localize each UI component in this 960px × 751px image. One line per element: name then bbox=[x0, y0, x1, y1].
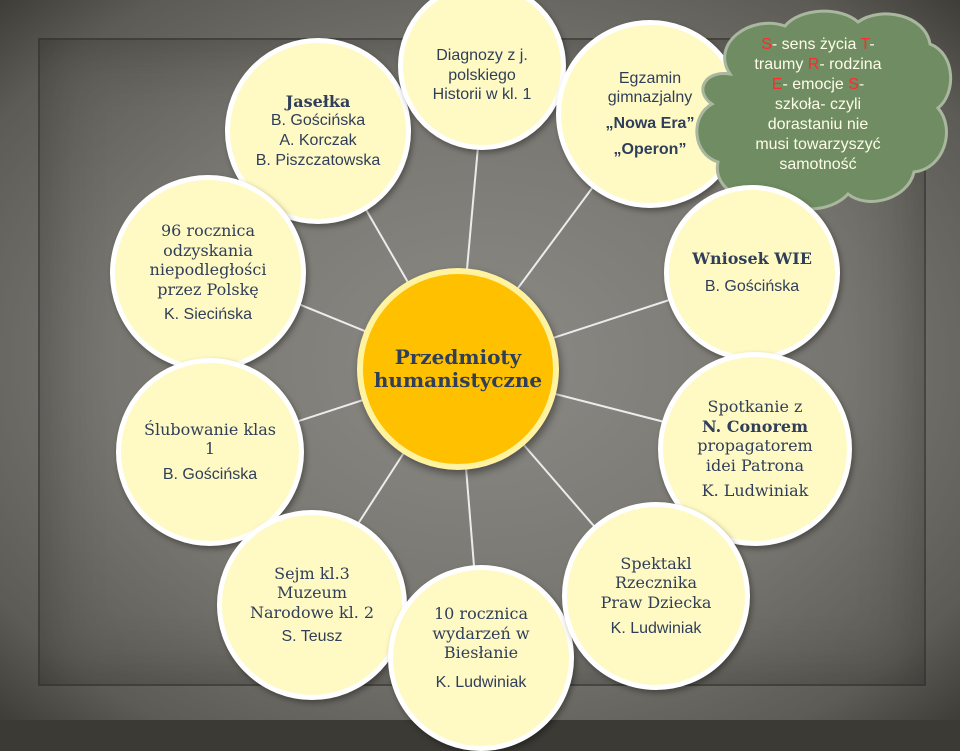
node-spotkanie-bold: N. Conorem bbox=[702, 416, 808, 436]
cloud-letter-s: S bbox=[761, 36, 772, 53]
node-rocznica96-author: K. Siecińska bbox=[163, 306, 253, 324]
node-rocznica10-author: K. Ludwiniak bbox=[435, 673, 527, 691]
node-sejm-line: Narodowe kl. 2 bbox=[249, 603, 375, 622]
cloud-letter-r: R bbox=[807, 56, 820, 73]
cloud-text-part: - bbox=[869, 36, 875, 53]
cloud-letter-t: T bbox=[860, 36, 870, 53]
node-spektakl-line: Rzecznika bbox=[615, 573, 697, 593]
cloud-text: S- sens życia T- traumy R- rodzina E- em… bbox=[718, 35, 918, 175]
center-topic: Przedmioty humanistyczne bbox=[357, 268, 559, 470]
node-wniosek-author: B. Gościńska bbox=[704, 278, 800, 295]
cloud-letter-e: E bbox=[771, 76, 783, 93]
node-slubowanie-author: B. Gościńska bbox=[162, 465, 258, 483]
cloud-line-2: traumy R- rodzina bbox=[718, 55, 918, 75]
cloud-text-part: - rodzina bbox=[819, 56, 882, 73]
node-wniosek-title: Wniosek WIE bbox=[692, 249, 812, 269]
node-diagnozy: Diagnozy z j. polskiego Historii w kl. 1 bbox=[398, 0, 566, 150]
node-rocznica10-line: wydarzeń w bbox=[432, 623, 530, 643]
cloud-text-part: - sens życia bbox=[771, 36, 861, 53]
node-rocznica96-line: 96 rocznica bbox=[160, 221, 256, 241]
node-spektakl-line: Praw Dziecka bbox=[600, 593, 712, 612]
cloud-letter-s2: S bbox=[848, 76, 859, 93]
cloud-line-7: samotność bbox=[779, 156, 857, 173]
node-egzamin-bold: „Operon” bbox=[613, 140, 687, 158]
node-spektakl-author: K. Ludwiniak bbox=[610, 619, 702, 637]
node-diagnozy-line: Diagnozy z j. bbox=[436, 47, 528, 65]
node-rocznica96: 96 rocznica odzyskania niepodległości pr… bbox=[110, 175, 306, 371]
node-spotkanie-author: K. Ludwiniak bbox=[701, 481, 809, 501]
node-diagnozy-line: polskiego bbox=[448, 66, 516, 84]
node-sejm: Sejm kl.3 Muzeum Narodowe kl. 2 S. Teusz bbox=[217, 510, 407, 700]
node-rocznica96-line: odzyskania bbox=[163, 240, 253, 260]
node-spektakl: Spektakl Rzecznika Praw Dziecka K. Ludwi… bbox=[562, 502, 750, 690]
cloud-text-part: - bbox=[858, 76, 865, 93]
node-jaselka: Jasełka B. Gościńska A. Korczak B. Piszc… bbox=[225, 38, 411, 224]
center-topic-line: humanistyczne bbox=[373, 368, 543, 392]
node-rocznica10: 10 rocznica wydarzeń w Biesłanie K. Ludw… bbox=[388, 565, 574, 751]
node-rocznica96-line: niepodległości bbox=[149, 260, 267, 280]
cloud-line-3: E- emocje S- bbox=[718, 75, 918, 95]
node-wniosek: Wniosek WIE B. Gościńska bbox=[664, 185, 840, 361]
node-rocznica96-line: przez Polskę bbox=[157, 279, 259, 299]
node-sejm-line: Sejm kl.3 bbox=[274, 563, 350, 583]
node-rocznica10-line: 10 rocznica bbox=[433, 604, 529, 623]
node-spektakl-line: Spektakl bbox=[620, 553, 692, 573]
node-rocznica10-line: Biesłanie bbox=[443, 643, 519, 663]
cloud-line-4: szkoła- czyli bbox=[774, 96, 862, 113]
node-spotkanie-line: propagatorem bbox=[697, 436, 813, 456]
node-jaselka-line: A. Korczak bbox=[279, 132, 357, 149]
node-egzamin-bold: „Nowa Era” bbox=[605, 115, 695, 132]
cloud-text-part: - emocje bbox=[782, 76, 849, 93]
node-diagnozy-line: Historii w kl. 1 bbox=[432, 86, 532, 104]
cloud-shape bbox=[695, 9, 952, 211]
cloud-line-5: dorastaniu nie bbox=[767, 116, 869, 133]
node-slubowanie: Ślubowanie klas 1 B. Gościńska bbox=[116, 358, 304, 546]
cloud-text-part: traumy bbox=[754, 56, 808, 73]
node-sejm-author: S. Teusz bbox=[281, 627, 343, 645]
node-sejm-line: Muzeum bbox=[276, 583, 348, 603]
cloud-line-1: S- sens życia T- bbox=[718, 35, 918, 55]
node-jaselka-title: Jasełka bbox=[285, 91, 351, 111]
node-spotkanie-line: Spotkanie z bbox=[707, 397, 803, 417]
node-egzamin-line: gimnazjalny bbox=[607, 89, 693, 107]
node-jaselka-line: B. Piszczatowska bbox=[255, 151, 381, 169]
node-egzamin-line: Egzamin bbox=[618, 69, 682, 87]
cloud-line-6: musi towarzyszyć bbox=[755, 136, 881, 153]
node-slubowanie-line: 1 bbox=[204, 439, 216, 459]
node-spotkanie-line: idei Patrona bbox=[705, 455, 805, 475]
center-topic-line: Przedmioty bbox=[394, 345, 522, 369]
node-slubowanie-line: Ślubowanie klas bbox=[143, 419, 277, 439]
node-jaselka-line: B. Gościńska bbox=[270, 112, 366, 130]
